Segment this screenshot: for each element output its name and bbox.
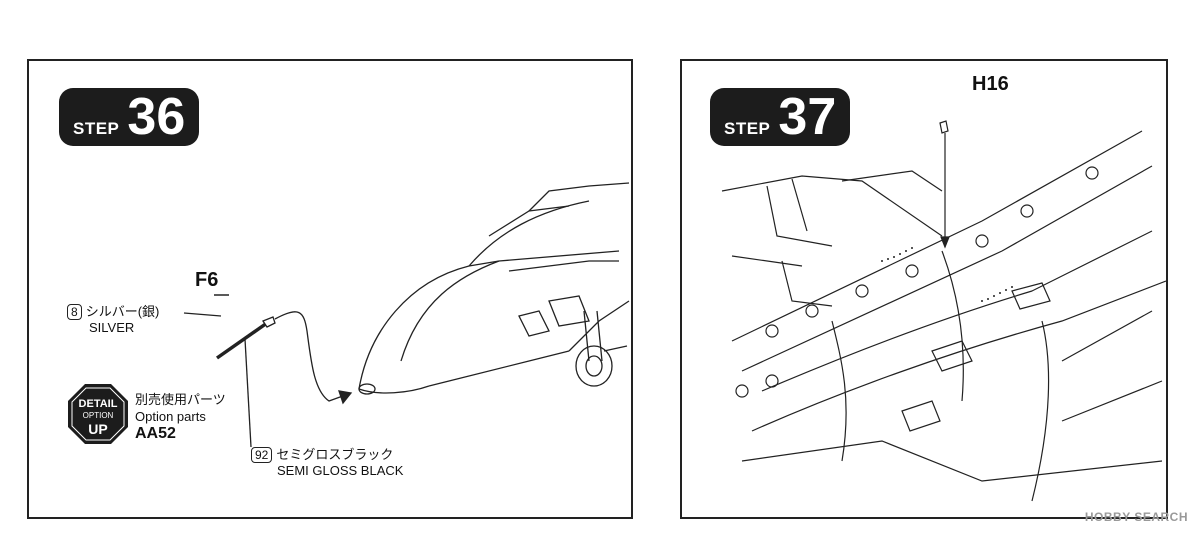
color-number-badge: 92 <box>251 447 273 463</box>
detail-up-badge: DETAIL OPTION UP <box>67 383 129 445</box>
part-h16-label: H16 <box>972 73 1009 95</box>
option-text: OPTION <box>82 411 114 420</box>
fuselage-illustration <box>721 120 1166 502</box>
option-jp: 別売使用パーツ <box>135 392 226 407</box>
detail-text: DETAIL <box>78 398 118 410</box>
nose-cone-illustration <box>183 182 630 448</box>
up-text: UP <box>88 421 108 437</box>
octagon-badge-icon <box>68 384 128 444</box>
color-en-name: SILVER <box>89 320 135 335</box>
step-37-badge: STEP 37 <box>710 88 851 146</box>
step-number: 36 <box>127 88 186 146</box>
color-en-name: SEMI GLOSS BLACK <box>277 463 404 478</box>
step-label: STEP <box>73 119 120 138</box>
watermark: HOBBY SEARCH <box>1084 510 1188 524</box>
option-en: Option parts <box>135 409 206 424</box>
step-36-badge: STEP 36 <box>59 88 200 146</box>
part-f6-label: F6 <box>195 269 219 291</box>
step-36-panel: STEP 36 <box>27 59 633 519</box>
step-label: STEP <box>724 119 771 138</box>
color-jp-name: シルバー(銀) <box>85 304 160 319</box>
step-number: 37 <box>778 88 837 146</box>
option-code: AA52 <box>135 425 176 442</box>
color-jp-name: セミグロスブラック <box>276 447 394 462</box>
color-number-badge: 8 <box>67 304 82 320</box>
option-parts-note: 別売使用パーツ Option parts AA52 <box>135 391 226 442</box>
step-37-panel: STEP 37 <box>680 59 1168 519</box>
